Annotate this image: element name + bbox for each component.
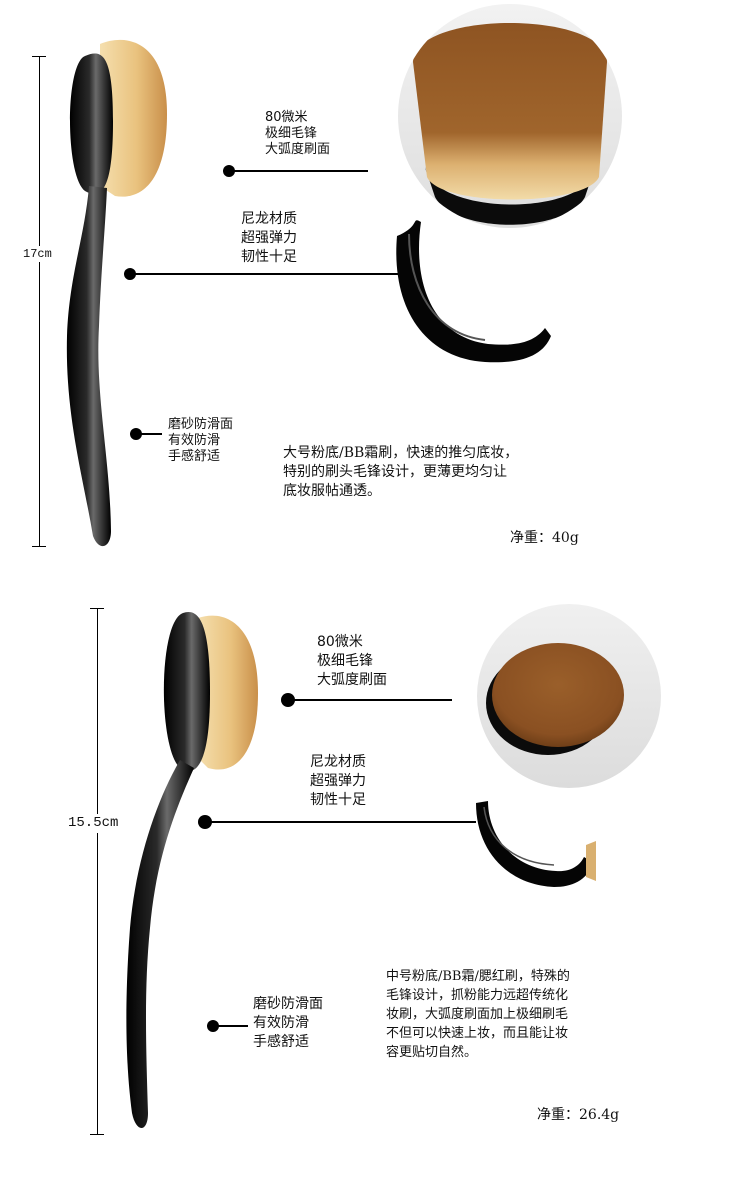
net-weight: 净重：26.4g (537, 1107, 620, 1123)
large-brush-image (66, 39, 167, 547)
callout-bristle-leader (290, 699, 452, 701)
callout-nylon-leader (206, 821, 476, 823)
callout-bristle-dot (223, 165, 235, 177)
callout-grip-line2: 有效防滑 (253, 1015, 309, 1031)
description-line4: 不但可以快速上妆，而且能让妆 (386, 1026, 569, 1041)
callout-nylon: 尼龙材质 超强弹力 韧性十足 (310, 753, 366, 810)
callout-grip-line3: 手感舒适 (253, 1034, 309, 1050)
callout-nylon: 尼龙材质 超强弹力 韧性十足 (241, 210, 297, 267)
callout-bristle: 80微米 极细毛锋 大弧度刷面 (265, 110, 330, 158)
callout-bristle: 80微米 极细毛锋 大弧度刷面 (317, 633, 387, 690)
callout-nylon-line2: 超强弹力 (241, 230, 297, 246)
measure-tick-top (90, 608, 104, 609)
callout-grip-line3: 手感舒适 (168, 449, 221, 464)
bristle-closeup-image (477, 604, 661, 788)
callout-grip-line1: 磨砂防滑面 (253, 996, 323, 1012)
height-measure-line (39, 56, 40, 547)
callout-nylon-dot (198, 815, 212, 829)
callout-bristle-line3: 大弧度刷面 (265, 142, 331, 157)
callout-grip-leader (136, 433, 162, 435)
callout-bristle-line2: 极细毛锋 (265, 126, 318, 141)
callout-grip-line2: 有效防滑 (168, 433, 221, 448)
callout-bristle-line3: 大弧度刷面 (317, 672, 387, 688)
callout-grip-leader (214, 1025, 248, 1027)
description-line3: 妆刷，大弧度刷面加上极细刷毛 (386, 1007, 569, 1022)
height-label: 15.5cm (68, 814, 119, 833)
callout-nylon-line3: 韧性十足 (241, 249, 297, 265)
callout-nylon-line1: 尼龙材质 (310, 754, 366, 770)
description-line3: 底妆服帖通透。 (283, 483, 381, 499)
description-line1: 大号粉底/BB霜刷，快速的推匀底妆， (283, 445, 519, 461)
callout-bristle-line2: 极细毛锋 (317, 653, 373, 669)
callout-nylon-line3: 韧性十足 (310, 792, 366, 808)
callout-nylon-leader (130, 273, 398, 275)
description-line2: 毛锋设计，抓粉能力远超传统化 (386, 988, 569, 1003)
description-line5: 容更贴切自然。 (386, 1045, 478, 1060)
callout-bristle-line1: 80微米 (265, 110, 308, 125)
medium-brush-image (126, 612, 258, 1128)
callout-grip-line1: 磨砂防滑面 (168, 417, 234, 432)
height-measure-line (97, 608, 98, 1135)
bristle-closeup-image (398, 4, 622, 228)
height-label: 17cm (23, 246, 52, 262)
callout-grip: 磨砂防滑面 有效防滑 手感舒适 (253, 995, 323, 1052)
callout-grip-dot (207, 1020, 219, 1032)
handle-curve-image (396, 220, 551, 363)
callout-bristle-dot (281, 693, 295, 707)
description-line2: 特别的刷头毛锋设计，更薄更均匀让 (283, 464, 507, 480)
net-weight: 净重：40g (510, 530, 579, 546)
callout-bristle-leader (230, 170, 368, 172)
description-line1: 中号粉底/BB霜/腮红刷，特殊的 (386, 969, 570, 984)
measure-tick-bottom (32, 546, 46, 547)
measure-tick-bottom (90, 1134, 104, 1135)
callout-nylon-line2: 超强弹力 (310, 773, 366, 789)
callout-bristle-line1: 80微米 (317, 634, 363, 650)
product-description: 中号粉底/BB霜/腮红刷，特殊的 毛锋设计，抓粉能力远超传统化 妆刷，大弧度刷面… (386, 967, 570, 1062)
measure-tick-top (32, 56, 46, 57)
callout-nylon-line1: 尼龙材质 (241, 211, 297, 227)
product-description: 大号粉底/BB霜刷，快速的推匀底妆， 特别的刷头毛锋设计，更薄更均匀让 底妆服帖… (283, 444, 518, 501)
handle-curve-image (476, 801, 596, 887)
callout-grip: 磨砂防滑面 有效防滑 手感舒适 (168, 417, 233, 465)
